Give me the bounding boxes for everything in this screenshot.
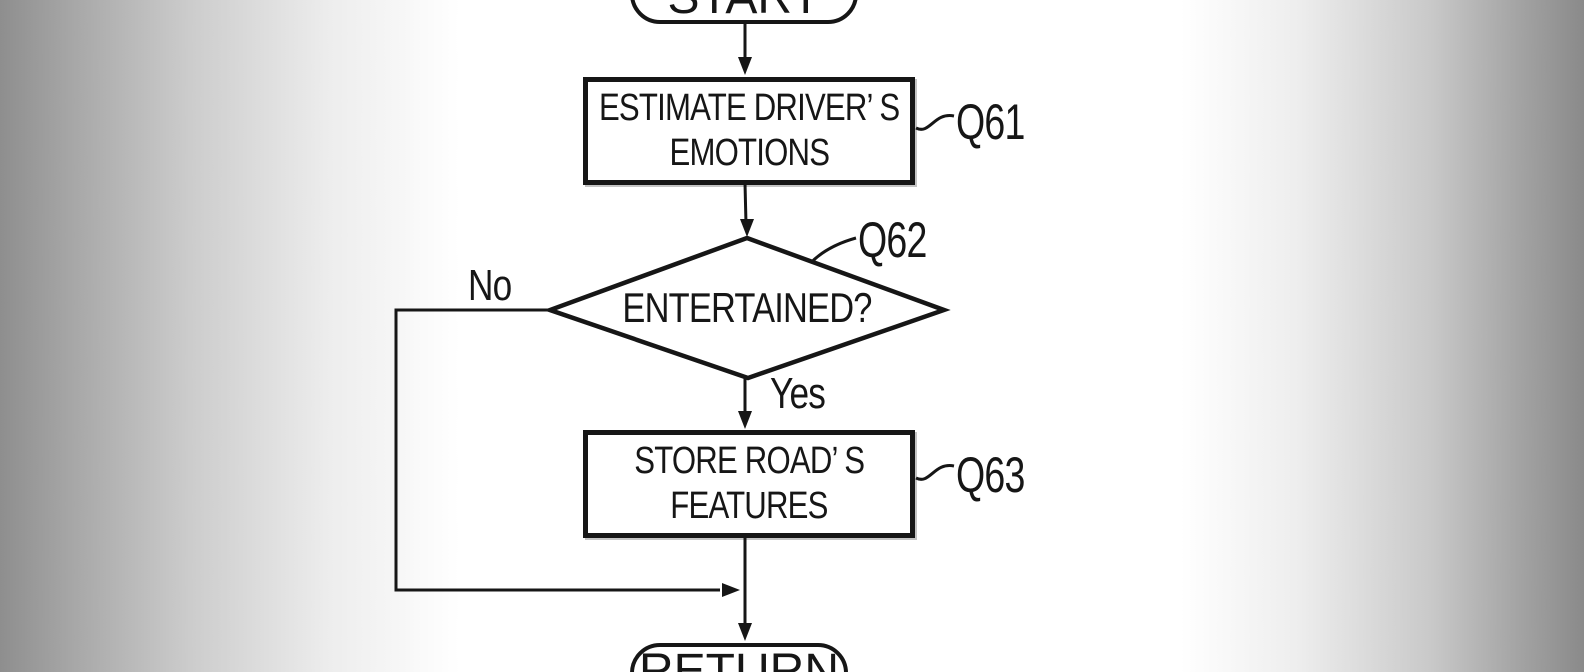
store-features-line2: FEATURES: [670, 485, 828, 527]
entertained-decision-label: ENTERTAINED?: [622, 284, 872, 331]
store-features-line1: STORE ROAD’ S: [633, 440, 865, 483]
arrowhead-into-decision: [740, 219, 754, 237]
edge-no-branch: [394, 308, 720, 592]
ref-q63: Q63: [956, 447, 1025, 503]
estimate-emotions-box: ESTIMATE DRIVER’ S EMOTIONS: [583, 77, 915, 185]
arrowhead-into-store: [738, 411, 752, 429]
store-features-box: STORE ROAD’ S FEATURES: [583, 430, 915, 538]
ref-q61: Q61: [956, 94, 1025, 150]
return-label: RETURN: [639, 645, 839, 672]
arrowhead-into-return: [738, 623, 752, 641]
ref-q62: Q62: [858, 212, 927, 268]
arrowhead-into-estimate: [738, 57, 752, 75]
start-terminal: START: [630, 0, 858, 24]
start-label: START: [634, 0, 854, 22]
estimate-emotions-line2: EMOTIONS: [669, 132, 829, 174]
branch-label-yes: Yes: [770, 369, 826, 418]
estimate-emotions-line1: ESTIMATE DRIVER’ S: [598, 87, 900, 130]
branch-label-no: No: [468, 261, 512, 310]
decision-diamond: [543, 235, 951, 381]
leader-q61: [915, 114, 955, 131]
return-terminal: RETURN: [630, 643, 848, 672]
leader-q63: [915, 464, 955, 481]
arrowhead-no-join: [722, 583, 740, 597]
edge-estimate-to-decision: [743, 182, 748, 225]
